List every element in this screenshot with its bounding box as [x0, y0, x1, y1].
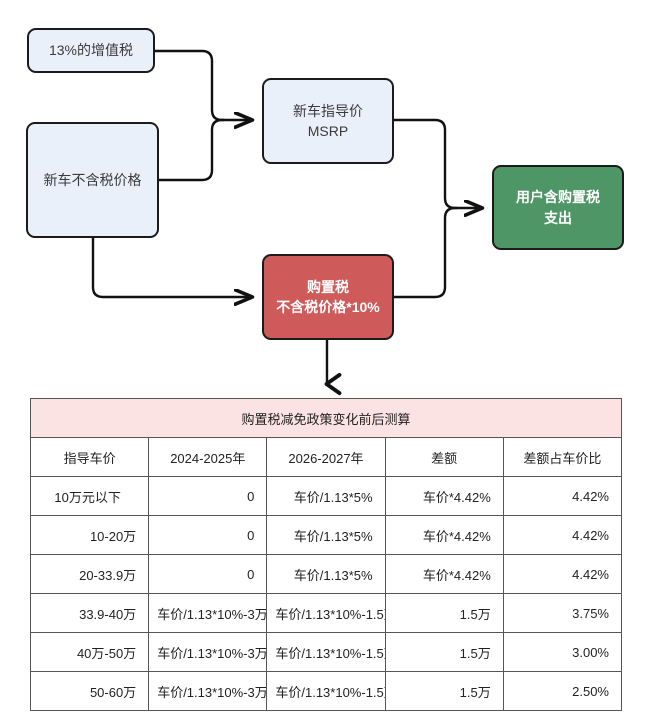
cell-2024-2025: 车价/1.13*10%-3万: [148, 593, 268, 633]
connector-vat-to-msrp: [153, 49, 252, 120]
cell-2024-2025: 0: [148, 515, 268, 555]
node-net-price[interactable]: 新车不含税价格: [26, 122, 159, 238]
table-title-row: 购置税减免政策变化前后测算: [30, 398, 622, 438]
table-row: 10-20万 0 车价/1.13*5% 车价*4.42% 4.42%: [29, 515, 623, 555]
table-row: 10万元以下 0 车价/1.13*5% 车价*4.42% 4.42%: [29, 476, 623, 516]
connector-netprice-to-msrp: [157, 118, 226, 182]
node-vat[interactable]: 13%的增值税: [27, 28, 155, 73]
table-row: 20-33.9万 0 车价/1.13*5% 车价*4.42% 4.42%: [29, 554, 623, 594]
node-purchase-tax[interactable]: 购置税 不含税价格*10%: [262, 254, 394, 340]
cell-difference: 1.5万: [384, 671, 504, 711]
cell-difference: 车价*4.42%: [384, 554, 504, 594]
node-vat-line-1: 13%的增值税: [48, 42, 134, 59]
cell-difference: 车价*4.42%: [384, 515, 504, 555]
table-title: 购置税减免政策变化前后测算: [30, 398, 622, 438]
table-row: 50-60万 车价/1.13*10%-3万 车价/1.13*10%-1.5万 1…: [29, 671, 623, 711]
cell-2024-2025: 0: [148, 554, 268, 594]
connector-netprice-to-purchasetax: [91, 236, 252, 297]
node-purchase-tax-line-2: 不含税价格*10%: [276, 299, 380, 315]
node-msrp-line-1: 新车指导价: [293, 102, 363, 119]
node-user-cost-line-1: 用户含购置税: [516, 189, 600, 206]
cell-2026-2027: 车价/1.13*10%-1.5万: [266, 671, 386, 711]
cell-2024-2025: 0: [148, 476, 268, 516]
cell-difference-ratio: 4.42%: [502, 476, 623, 516]
node-msrp-line-2: MSRP: [307, 123, 349, 139]
cell-2026-2027: 车价/1.13*5%: [266, 554, 386, 594]
cell-2024-2025: 车价/1.13*10%-3万: [148, 632, 268, 672]
cell-price-range: 33.9-40万: [29, 593, 150, 633]
column-header-2: 2026-2027年: [266, 437, 386, 477]
column-header-0: 指导车价: [29, 437, 150, 477]
cell-difference: 1.5万: [384, 632, 504, 672]
cell-price-range: 20-33.9万: [29, 554, 150, 594]
cell-difference-ratio: 4.42%: [502, 554, 623, 594]
cell-price-range: 40万-50万: [29, 632, 150, 672]
connector-msrp-to-usercost: [392, 118, 482, 208]
cell-price-range: 10万元以下: [29, 476, 150, 516]
node-purchase-tax-line-1: 购置税: [307, 278, 349, 295]
cell-difference: 1.5万: [384, 593, 504, 633]
cell-2026-2027: 车价/1.13*10%-1.5万: [266, 593, 386, 633]
cell-2026-2027: 车价/1.13*10%-1.5万: [266, 632, 386, 672]
cell-2026-2027: 车价/1.13*5%: [266, 476, 386, 516]
cell-price-range: 50-60万: [29, 671, 150, 711]
cell-difference-ratio: 4.42%: [502, 515, 623, 555]
connector-purchasetax-to-usercost: [392, 206, 459, 299]
cell-difference-ratio: 2.50%: [502, 671, 623, 711]
cell-price-range: 10-20万: [29, 515, 150, 555]
cell-difference-ratio: 3.75%: [502, 593, 623, 633]
node-user-cost[interactable]: 用户含购置税 支出: [492, 165, 624, 250]
column-header-1: 2024-2025年: [148, 437, 268, 477]
node-user-cost-line-2: 支出: [544, 209, 572, 226]
cell-2026-2027: 车价/1.13*5%: [266, 515, 386, 555]
column-header-4: 差额占车价比: [502, 437, 623, 477]
calculation-table: 购置税减免政策变化前后测算 指导车价 2024-2025年 2026-2027年…: [29, 398, 623, 711]
node-net-price-line-1: 新车不含税价格: [43, 171, 142, 188]
node-msrp[interactable]: 新车指导价 MSRP: [262, 78, 394, 164]
cell-2024-2025: 车价/1.13*10%-3万: [148, 671, 268, 711]
table-header-row: 指导车价 2024-2025年 2026-2027年 差额 差额占车价比: [29, 437, 623, 477]
table-row: 33.9-40万 车价/1.13*10%-3万 车价/1.13*10%-1.5万…: [29, 593, 623, 633]
cell-difference-ratio: 3.00%: [502, 632, 623, 672]
table-row: 40万-50万 车价/1.13*10%-3万 车价/1.13*10%-1.5万 …: [29, 632, 623, 672]
column-header-3: 差额: [384, 437, 504, 477]
cell-difference: 车价*4.42%: [384, 476, 504, 516]
